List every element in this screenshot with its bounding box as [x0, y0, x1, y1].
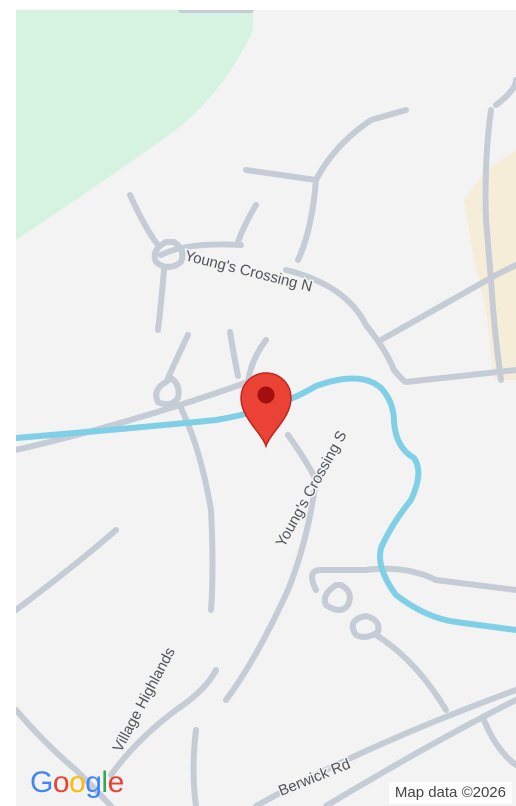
- park-area: [16, 10, 253, 240]
- road-network: [16, 10, 516, 806]
- map-canvas[interactable]: Young's Crossing N Young's Crossing S Vi…: [16, 10, 516, 806]
- road-label-youngs-crossing-s: Young's Crossing S: [273, 428, 351, 550]
- pin-center-dot: [257, 386, 275, 404]
- map-view[interactable]: Young's Crossing N Young's Crossing S Vi…: [16, 10, 516, 806]
- road-label-berwick-rd: Berwick Rd: [276, 756, 353, 800]
- river: [16, 375, 516, 633]
- map-attribution[interactable]: Map data ©2026: [388, 782, 512, 804]
- map-pin-icon[interactable]: [240, 372, 292, 449]
- google-logo: Google: [30, 766, 124, 799]
